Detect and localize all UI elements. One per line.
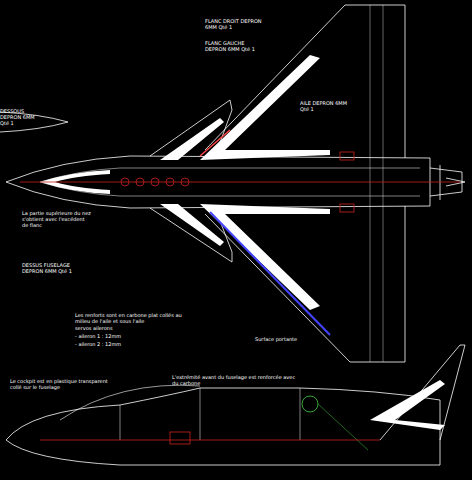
note-label: - aileron 2 : 12mm — [75, 341, 135, 347]
detail-circle — [302, 396, 318, 412]
note-label: Le cockpit est en plastique transparent … — [10, 378, 120, 390]
note-label: Surface portante — [255, 336, 305, 342]
note-label: AILE DEPRON 6MM Qté 1 — [300, 100, 350, 112]
note-label: DESSUS FUSELAGE DEPRON 6MM Qté 1 — [22, 262, 77, 274]
note-label: DESSOUS DEPRON 6MM Qté 1 — [0, 108, 45, 126]
note-label: FLANC DROIT DEPRON 6MM Qté 1 — [205, 18, 265, 30]
note-label: servos ailerons — [75, 325, 135, 331]
tail — [430, 165, 465, 200]
note-label: Les renforts sont en carbone plat collés… — [75, 312, 195, 324]
note-label: FLANC GAUCHE DEPRON 6MM Qté 1 — [205, 40, 265, 52]
note-label: - aileron 1 : 12mm — [75, 333, 135, 339]
note-label: L'extrémité avant du fuselage est renfor… — [172, 374, 302, 386]
note-label: La partie supérieure du nez s'obtient av… — [22, 210, 92, 228]
fuselage-side — [6, 388, 440, 465]
